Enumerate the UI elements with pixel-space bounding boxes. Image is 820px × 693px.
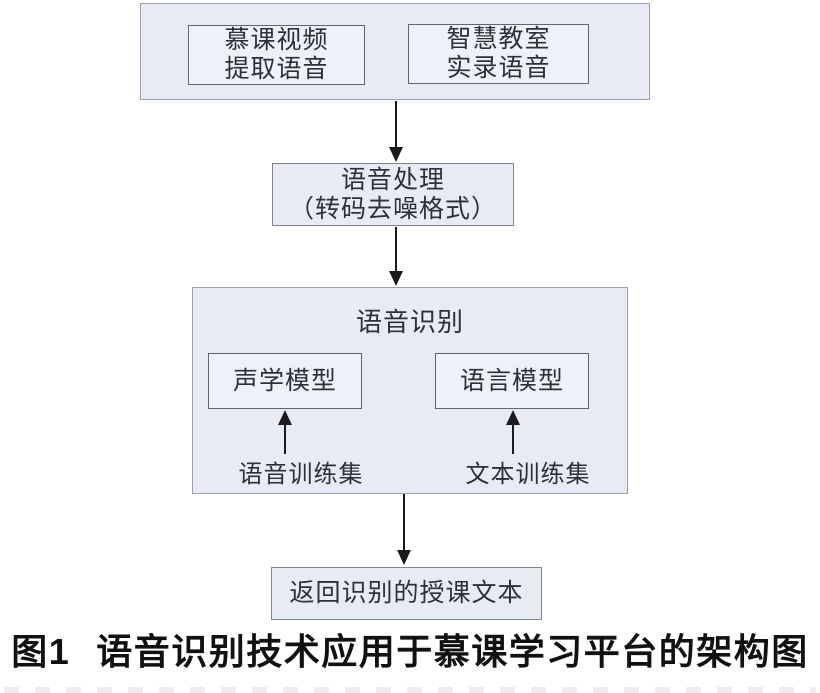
figure-number: 图1 xyxy=(11,631,71,672)
figure-caption-title: 语音识别技术应用于慕课学习平台的架构图 xyxy=(96,631,809,672)
output-label: 返回识别的授课文本 xyxy=(289,580,524,607)
arrow-head-up-icon xyxy=(506,410,520,425)
arrow-text-training-to-language xyxy=(506,410,520,454)
mooc-video-line2: 提取语音 xyxy=(224,56,329,83)
mooc-video-node: 慕课视频 提取语音 xyxy=(188,25,365,85)
speech-recognition-box: 语音识别 声学模型 语言模型 语音训练集 文本训练集 xyxy=(192,287,628,494)
smart-classroom-node: 智慧教室 实录语音 xyxy=(408,24,589,84)
arrow-head-up-icon xyxy=(278,410,292,425)
arrow-shaft xyxy=(512,423,514,454)
mooc-video-line1: 慕课视频 xyxy=(224,27,329,54)
acoustic-model-node: 声学模型 xyxy=(208,353,362,409)
speech-recognition-title: 语音识别 xyxy=(355,308,464,337)
speech-processing-line1: 语音处理 xyxy=(340,166,445,194)
speech-processing-line2: （转码去噪格式） xyxy=(288,195,497,223)
arrow-shaft xyxy=(284,423,286,454)
arrow-shaft xyxy=(395,227,397,272)
arrow-shaft xyxy=(403,494,405,551)
arrow-sources-to-processing xyxy=(389,101,403,162)
language-model-node: 语言模型 xyxy=(435,353,589,409)
arrow-shaft xyxy=(395,101,397,148)
acoustic-model-label: 声学模型 xyxy=(232,367,337,395)
arrow-head-down-icon xyxy=(397,550,411,565)
input-sources-box: 慕课视频 提取语音 智慧教室 实录语音 xyxy=(140,3,650,100)
arrow-processing-to-recognition xyxy=(389,227,403,286)
clipped-text-line xyxy=(4,687,816,693)
output-box: 返回识别的授课文本 xyxy=(271,567,542,620)
smart-classroom-line1: 智慧教室 xyxy=(446,26,551,53)
speech-training-set-label: 语音训练集 xyxy=(238,462,364,488)
text-training-set-label: 文本训练集 xyxy=(465,462,591,488)
arrow-speech-training-to-acoustic xyxy=(278,410,292,454)
speech-processing-box: 语音处理 （转码去噪格式） xyxy=(272,163,514,226)
arrow-head-down-icon xyxy=(389,271,403,286)
arrow-head-down-icon xyxy=(389,147,403,162)
figure-caption: 图1 语音识别技术应用于慕课学习平台的架构图 xyxy=(0,629,820,675)
arrow-recognition-to-output xyxy=(397,494,411,565)
smart-classroom-line2: 实录语音 xyxy=(446,55,551,82)
language-model-label: 语言模型 xyxy=(459,367,564,395)
